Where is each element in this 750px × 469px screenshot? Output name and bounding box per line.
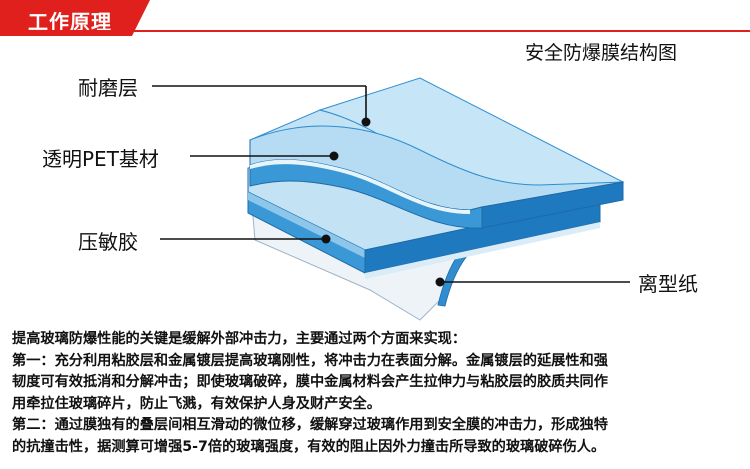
upper-block-highlight: [250, 159, 470, 214]
marker-wear-layer: [361, 117, 371, 127]
adhesive-edge: [248, 192, 365, 258]
lower-block-under: [365, 222, 600, 279]
film-structure-diagram: [152, 77, 630, 321]
upper-block-side: [481, 181, 624, 229]
header-rule: [0, 30, 750, 32]
label-adhesive: 压敏胶: [78, 230, 138, 254]
marker-release-paper: [435, 277, 445, 287]
diagram-title: 安全防爆膜结构图: [525, 42, 678, 64]
label-release-paper: 离型纸: [638, 272, 698, 296]
description-point1-line2: 韧度可有效抵消和分解冲击；即使玻璃破碎，膜中金属材料会产生拉伸力与粘胶层的胶质共…: [12, 374, 608, 391]
description-point2-line1: 第二：通过膜独有的叠层间相互滑动的微位移，缓解穿过玻璃作用到安全膜的冲击力，形成…: [12, 417, 608, 434]
description-point1-line1: 第一：充分利用粘胶层和金属镀层提高玻璃刚性，将冲击力在表面分解。金属镀层的延展性…: [12, 352, 608, 369]
marker-adhesive: [321, 234, 331, 244]
description-point1-line3: 用牵拉住玻璃碎片，防止飞溅，有效保护人身及财产安全。: [12, 395, 381, 412]
label-wear-layer: 耐磨层: [78, 76, 138, 100]
description-intro: 提高玻璃防爆性能的关键是缓解外部冲击力，主要通过两个方面来实现：: [12, 331, 467, 347]
description-block: 提高玻璃防爆性能的关键是缓解外部冲击力，主要通过两个方面来实现： 第一：充分利用…: [12, 329, 742, 459]
marker-pet: [329, 151, 339, 161]
label-pet-substrate: 透明PET基材: [42, 147, 159, 171]
description-point2-line2: 的抗撞击性，据测算可增强5-7倍的玻璃强度，有效的阻止因外力撞击所导致的玻璃破碎…: [12, 438, 606, 455]
